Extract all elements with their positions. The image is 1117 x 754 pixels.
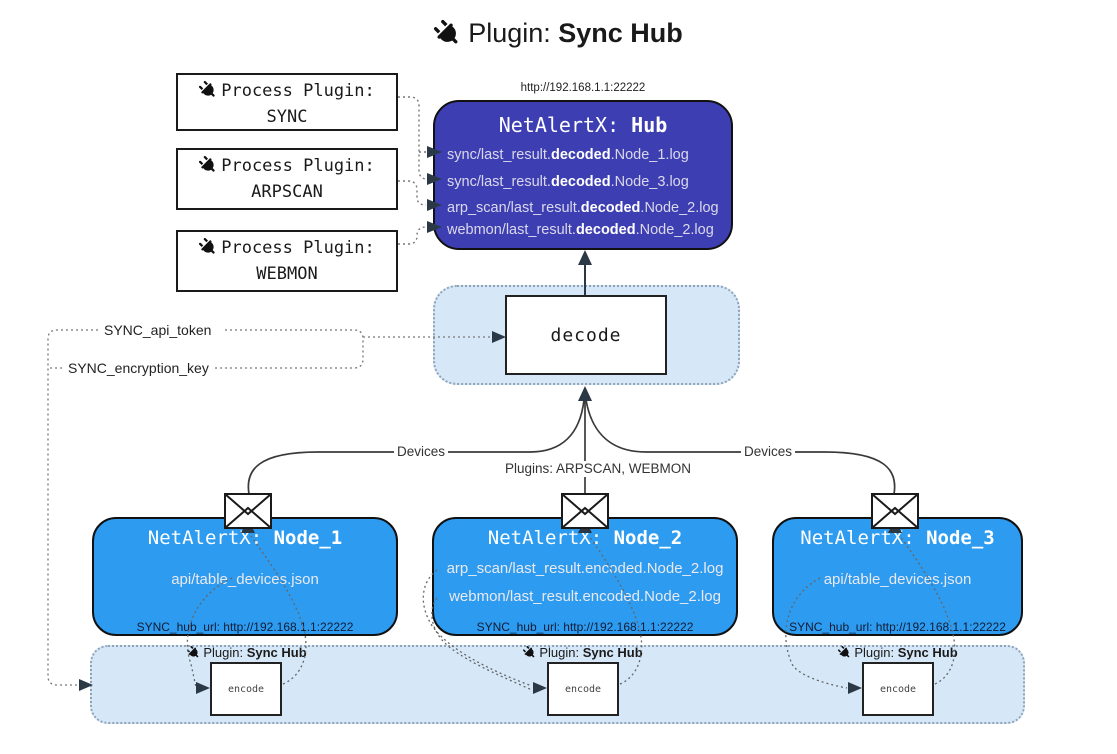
hub-url-label: http://192.168.1.1:22222	[520, 82, 646, 94]
sync-encryption-key-label: SYNC_encryption_key	[64, 360, 213, 377]
node-file: api/table_devices.json	[171, 571, 319, 588]
plug-icon	[199, 155, 215, 172]
nodes-to-decode-arrow	[578, 386, 592, 401]
node-file: webmon/last_result.encoded.Node_2.log	[449, 588, 721, 605]
plug-icon	[838, 645, 850, 658]
process-plugin-text: Process Plugin:	[221, 156, 375, 176]
hub-log-line: webmon/last_result.decoded.Node_2.log	[447, 222, 714, 238]
node-file: api/table_devices.json	[823, 571, 972, 588]
process-plugin-label: Process Plugin:	[178, 235, 396, 261]
process-plugin-name: SYNC	[266, 107, 308, 127]
process-plugin-name: WEBMON	[256, 264, 318, 284]
decode-box: decode	[505, 295, 667, 375]
hub-log-line: sync/last_result.decoded.Node_1.log	[447, 147, 689, 163]
node-title: NetAlertX: Node_2	[487, 527, 683, 549]
decode-to-hub-arrow	[578, 250, 592, 265]
node-box-node3: NetAlertX: Node_3 api/table_devices.json…	[772, 517, 1023, 636]
nodes-to-decode-curves	[247, 399, 896, 495]
hub-title: NetAlertX: Hub	[498, 113, 668, 137]
process-plugin-box-sync: Process Plugin: SYNC	[176, 73, 398, 131]
node-title: NetAlertX: Node_3	[800, 527, 995, 549]
plug-icon	[199, 80, 215, 97]
hub-log-line: sync/last_result.decoded.Node_3.log	[447, 174, 689, 190]
encode-plugin-label: Plugin: Sync Hub	[833, 645, 963, 661]
title-name: Sync Hub	[558, 18, 683, 48]
encode-box: encode	[547, 662, 619, 716]
plug-icon	[523, 645, 535, 658]
page-title: Plugin: Sync Hub	[0, 16, 1117, 50]
node-title: NetAlertX: Node_1	[147, 527, 343, 549]
process-to-hub-connectors	[398, 96, 428, 245]
config-arrow-icons	[79, 331, 506, 691]
encode-plugin-label: Plugin: Sync Hub	[518, 645, 648, 661]
process-plugin-text: Process Plugin:	[221, 238, 375, 258]
node-hub-url: SYNC_hub_url: http://192.168.1.1:22222	[136, 620, 354, 634]
hub-log-line: arp_scan/last_result.decoded.Node_2.log	[447, 200, 719, 216]
encode-box: encode	[862, 662, 934, 716]
sync-api-token-label: SYNC_api_token	[100, 322, 216, 339]
process-plugin-label: Process Plugin:	[178, 78, 396, 104]
process-plugin-box-webmon: Process Plugin: WEBMON	[176, 230, 398, 292]
plug-icon	[199, 237, 215, 254]
node-file: arp_scan/last_result.encoded.Node_2.log	[446, 560, 724, 577]
hub-box: NetAlertX: Hub sync/last_result.decoded.…	[433, 100, 733, 250]
plugins-edge-label: Plugins: ARPSCAN, WEBMON	[502, 461, 695, 477]
devices-edge-label-right: Devices	[741, 444, 796, 460]
node-hub-url: SYNC_hub_url: http://192.168.1.1:22222	[789, 620, 1006, 634]
process-plugin-label: Process Plugin:	[178, 153, 396, 179]
encode-box: encode	[210, 662, 282, 716]
process-plugin-text: Process Plugin:	[221, 81, 375, 101]
title-prefix: Plugin:	[468, 18, 559, 48]
encode-plugin-label: Plugin: Sync Hub	[182, 645, 312, 661]
node-hub-url: SYNC_hub_url: http://192.168.1.1:22222	[476, 620, 694, 634]
process-plugin-box-arpscan: Process Plugin: ARPSCAN	[176, 148, 398, 210]
devices-edge-label-left: Devices	[394, 444, 449, 460]
process-plugin-name: ARPSCAN	[251, 182, 323, 202]
node-box-node2: NetAlertX: Node_2 arp_scan/last_result.e…	[432, 517, 738, 636]
node-box-node1: NetAlertX: Node_1 api/table_devices.json…	[92, 517, 398, 636]
plug-icon	[434, 19, 458, 44]
plug-icon	[187, 645, 199, 658]
